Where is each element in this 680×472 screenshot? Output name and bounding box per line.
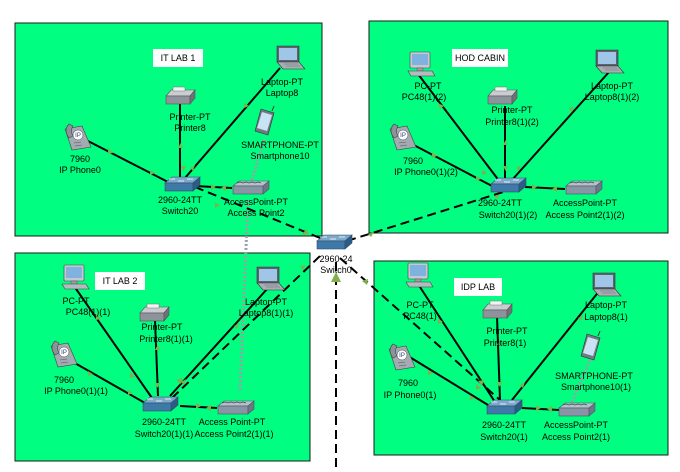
device-name-label: IP Phone0(1)(2): [394, 167, 458, 177]
device-type-label: PC-PT: [63, 296, 91, 306]
device-name-label: Access Point2(1)(2): [545, 210, 624, 220]
device-smartphone-idp-lab[interactable]: SMARTPHONE-PT Smartphone10(1): [555, 330, 633, 392]
device-printer-idp-lab[interactable]: Printer-PT Printer8(1): [482, 300, 528, 348]
device-type-label: 2960-24: [319, 254, 352, 264]
device-type-label: 2960-24TT: [482, 420, 527, 430]
device-type-label: 2960-24TT: [478, 198, 523, 208]
device-type-label: AccessPoint-PT: [544, 420, 609, 430]
device-type-label: PC-PT: [407, 300, 435, 310]
switch-icon: [142, 396, 179, 412]
device-laptop-idp-lab[interactable]: Laptop-PT Laptop8(1): [584, 272, 628, 322]
switch-icon: [490, 177, 527, 193]
device-printer-it-lab-2[interactable]: Printer-PT Printer8(1)(1): [139, 303, 193, 344]
device-type-label: AccessPoint-PT: [224, 197, 289, 207]
device-pc-it-lab-2[interactable]: PC-PT PC48(1)(1): [61, 264, 111, 317]
device-name-label: Printer8(1): [484, 338, 527, 348]
device-type-label: AccessPoint-PT: [553, 198, 618, 208]
device-ip-phone-it-lab-1[interactable]: 7960 IP Phone0: [59, 123, 101, 175]
device-laptop-it-lab-1[interactable]: Laptop-PT Laptop8: [261, 45, 306, 98]
device-name-label: PC48(1): [403, 311, 437, 321]
device-type-label: Laptop-PT: [585, 300, 628, 310]
device-type-label: Laptop-PT: [591, 81, 634, 91]
device-type-label: Access Point-PT: [199, 417, 266, 427]
device-switch-hod-cabin[interactable]: 2960-24TT Switch20(1)(2): [478, 177, 538, 220]
device-type-label: 2960-24TT: [158, 195, 203, 205]
access-point-icon: [232, 180, 270, 195]
room-title-it-lab-1: IT LAB 1: [161, 53, 196, 63]
device-name-label: Switch20: [162, 206, 199, 216]
device-name-label: Access Point2(1)(1): [194, 429, 273, 439]
device-access-point-idp-lab[interactable]: AccessPoint-PT Access Point2(1): [542, 402, 610, 442]
room-title-idp-lab: IDP LAB: [461, 282, 495, 292]
device-name-label: Laptop8: [266, 88, 299, 98]
device-name-label: Smartphone10(1): [561, 382, 631, 392]
device-name-label: Switch0: [320, 265, 352, 275]
wireless-links: [238, 139, 592, 403]
room-title-hod-cabin: HOD CABIN: [455, 53, 505, 63]
device-type-label: SMARTPHONE-PT: [555, 371, 633, 381]
device-type-label: Printer-PT: [486, 326, 528, 336]
device-name-label: Switch20(1)(1): [135, 429, 194, 439]
device-name-label: Laptop8(1)(2): [585, 92, 640, 102]
access-point-icon: [217, 400, 255, 415]
device-type-label: PC-PT: [415, 81, 443, 91]
device-printer-it-lab-1[interactable]: Printer-PT Printer8: [165, 86, 211, 133]
device-switch-idp-lab[interactable]: 2960-24TT Switch20(1): [480, 399, 528, 442]
device-type-label: Printer-PT: [491, 105, 533, 115]
device-name-label: Printer8: [174, 123, 206, 133]
device-type-label: 7960: [70, 154, 90, 164]
device-ip-phone-idp-lab[interactable]: 7960 IP Phone0(1): [384, 343, 437, 400]
device-access-point-it-lab-2[interactable]: Access Point-PT Access Point2(1)(1): [194, 400, 274, 439]
device-switch-it-lab-1[interactable]: 2960-24TT Switch20: [158, 176, 203, 216]
device-name-label: IP Phone0(1)(1): [44, 386, 108, 396]
device-name-label: Access Point2(1): [542, 432, 610, 442]
device-type-label: Printer-PT: [169, 112, 211, 122]
device-name-label: Laptop8(1)(1): [239, 308, 294, 318]
device-name-label: PC48(1)(2): [402, 92, 447, 102]
device-name-label: IP Phone0(1): [384, 390, 437, 400]
device-name-label: Laptop8(1): [584, 312, 628, 322]
access-point-icon: [558, 402, 596, 417]
device-type-label: Laptop-PT: [245, 297, 288, 307]
device-name-label: Switch20(1): [480, 432, 528, 442]
device-name-label: IP Phone0: [59, 165, 101, 175]
device-laptop-it-lab-2[interactable]: Laptop-PT Laptop8(1)(1): [239, 266, 294, 318]
device-type-label: SMARTPHONE-PT: [241, 140, 319, 150]
room-title-it-lab-2: IT LAB 2: [103, 276, 138, 286]
device-name-label: Switch20(1)(2): [479, 210, 538, 220]
device-printer-hod-cabin[interactable]: Printer-PT Printer8(1)(2): [485, 86, 539, 127]
device-name-label: Printer8(1)(2): [485, 117, 539, 127]
access-point-icon: [565, 180, 603, 195]
device-ip-phone-hod-cabin[interactable]: 7960 IP Phone0(1)(2): [389, 123, 458, 177]
device-name-label: Printer8(1)(1): [139, 334, 193, 344]
link-status-markers: [88, 103, 583, 412]
device-access-point-hod-cabin[interactable]: AccessPoint-PT Access Point2(1)(2): [545, 180, 625, 220]
device-type-label: 7960: [54, 375, 74, 385]
device-type-label: Printer-PT: [141, 322, 183, 332]
device-type-label: 7960: [398, 378, 418, 388]
device-switch-it-lab-2[interactable]: 2960-24TT Switch20(1)(1): [135, 396, 194, 439]
switch-icon: [316, 234, 353, 250]
device-name-label: Smartphone10: [250, 151, 309, 161]
device-type-label: 7960: [403, 156, 423, 166]
device-pc-hod-cabin[interactable]: PC-PT PC48(1)(2): [402, 51, 447, 102]
device-type-label: 2960-24TT: [142, 417, 187, 427]
device-core-switch[interactable]: 2960-24 Switch0: [316, 234, 353, 275]
device-access-point-it-lab-1[interactable]: AccessPoint-PT Access Point2: [224, 180, 289, 218]
device-smartphone-it-lab-1[interactable]: SMARTPHONE-PT Smartphone10: [241, 105, 319, 161]
device-laptop-hod-cabin[interactable]: Laptop-PT Laptop8(1)(2): [585, 49, 640, 102]
switch-icon: [164, 176, 201, 192]
device-ip-phone-it-lab-2[interactable]: 7960 IP Phone0(1)(1): [44, 340, 108, 396]
switch-icon: [486, 399, 523, 415]
device-type-label: Laptop-PT: [261, 77, 304, 87]
device-pc-idp-lab[interactable]: PC-PT PC48(1): [403, 262, 437, 321]
device-name-label: Access Point2: [227, 208, 284, 218]
device-name-label: PC48(1)(1): [66, 307, 111, 317]
